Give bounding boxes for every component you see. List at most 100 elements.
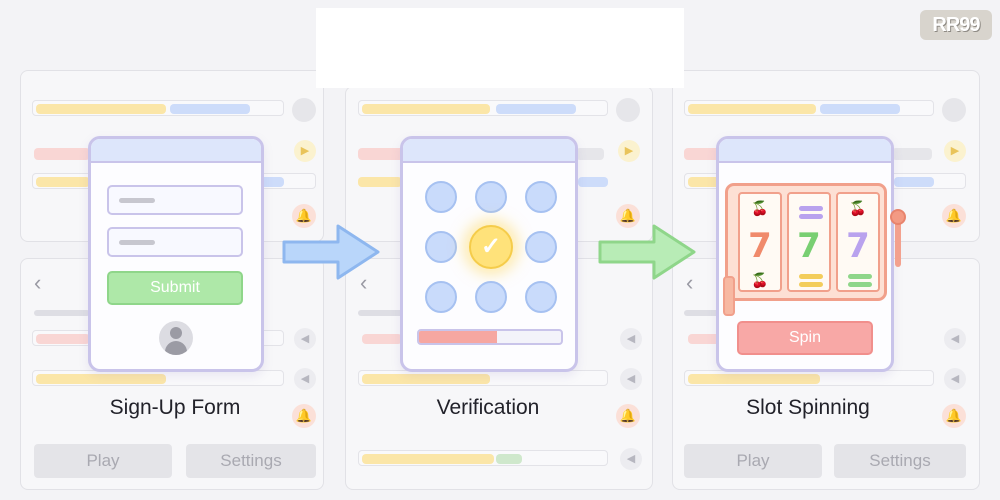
bar-symbol — [799, 206, 823, 211]
bg-bar — [892, 148, 932, 160]
bg-bar — [36, 104, 166, 114]
bg-bar — [362, 454, 494, 464]
bg-bar — [496, 454, 522, 464]
seven-symbol: 7 — [797, 226, 821, 266]
bg-bar — [578, 177, 608, 187]
bg-avatar-circle — [292, 98, 316, 122]
camera-icon: ▶ — [944, 140, 966, 162]
bg-bar — [688, 177, 722, 187]
bar-symbol — [799, 274, 823, 279]
top-blank-area — [316, 8, 684, 88]
slot-lever[interactable] — [895, 215, 901, 267]
slot-lever-knob[interactable] — [890, 209, 906, 225]
bg-avatar-circle — [616, 98, 640, 122]
settings-button[interactable]: Settings — [834, 444, 966, 478]
bar-symbol — [799, 282, 823, 287]
chevron-left-icon[interactable]: ‹ — [360, 270, 368, 295]
name-field[interactable] — [107, 185, 243, 215]
bg-avatar-circle — [942, 98, 966, 122]
card-header — [91, 139, 261, 163]
bg-bar — [362, 104, 490, 114]
bg-bar — [820, 104, 900, 114]
bg-bar — [34, 310, 90, 316]
bg-bar — [358, 310, 404, 316]
slot-side-handle — [723, 276, 735, 316]
speaker-icon: ◀ — [944, 328, 966, 350]
bell-icon: 🔔 — [942, 404, 966, 428]
camera-icon: ▶ — [294, 140, 316, 162]
signup-form-card: Submit — [88, 136, 264, 372]
bg-bar — [684, 148, 724, 160]
field-placeholder — [119, 198, 155, 203]
bg-bar — [894, 177, 934, 187]
slot-reel-3: 🍒 7 — [836, 192, 880, 292]
verification-dot[interactable] — [525, 281, 557, 313]
verification-dot[interactable] — [425, 231, 457, 263]
progress-fill — [419, 331, 498, 343]
verification-card: ✓ — [400, 136, 578, 372]
step-caption-slot: Slot Spinning — [746, 396, 870, 419]
verification-dot[interactable] — [525, 181, 557, 213]
step-caption-verification: Verification — [436, 396, 540, 419]
bg-bar — [362, 374, 490, 384]
card-header — [403, 139, 575, 163]
bg-bar — [688, 104, 816, 114]
checkmark-icon: ✓ — [469, 225, 513, 269]
bg-bar — [358, 177, 402, 187]
bg-bar — [684, 310, 720, 316]
seven-symbol: 7 — [748, 226, 772, 266]
play-button[interactable]: Play — [684, 444, 822, 478]
speaker-icon: ◀ — [944, 368, 966, 390]
bell-icon: 🔔 — [292, 404, 316, 428]
email-field[interactable] — [107, 227, 243, 257]
cherries-icon: 🍒 — [849, 200, 867, 216]
verification-dot[interactable] — [525, 231, 557, 263]
brand-logo: RR99 — [920, 10, 992, 40]
arrow-right-icon — [598, 224, 696, 280]
bar-symbol — [799, 214, 823, 219]
avatar-body — [165, 341, 187, 355]
camera-icon: ▶ — [618, 140, 640, 162]
arrow-right-icon — [282, 224, 380, 280]
settings-button[interactable]: Settings — [186, 444, 316, 478]
bg-bar — [34, 148, 90, 160]
verification-progress — [417, 329, 563, 345]
spin-button[interactable]: Spin — [737, 321, 873, 355]
verification-dot[interactable] — [425, 181, 457, 213]
bell-icon: 🔔 — [616, 204, 640, 228]
verification-dot[interactable] — [475, 281, 507, 313]
bell-icon: 🔔 — [292, 204, 316, 228]
bar-symbol — [848, 282, 872, 287]
bg-bar — [170, 104, 250, 114]
card-header — [719, 139, 891, 163]
seven-symbol: 7 — [846, 226, 870, 266]
step-caption-signup: Sign-Up Form — [109, 396, 241, 419]
cherries-icon: 🍒 — [751, 272, 769, 288]
speaker-icon: ◀ — [294, 328, 316, 350]
bell-icon: 🔔 — [942, 204, 966, 228]
avatar-head — [170, 327, 182, 339]
speaker-icon: ◀ — [294, 368, 316, 390]
play-button[interactable]: Play — [34, 444, 172, 478]
bg-bar — [576, 148, 604, 160]
user-avatar-icon — [159, 321, 193, 355]
submit-button[interactable]: Submit — [107, 271, 243, 305]
bg-bar — [260, 177, 284, 187]
bg-bar — [362, 334, 402, 344]
chevron-left-icon[interactable]: ‹ — [686, 270, 694, 295]
slot-spinning-card: 🍒 7 🍒 7 🍒 7 Spin — [716, 136, 906, 372]
bg-bar — [36, 334, 90, 344]
slot-reel-1: 🍒 7 🍒 — [738, 192, 782, 292]
chevron-left-icon[interactable]: ‹ — [34, 270, 42, 295]
field-placeholder — [119, 240, 155, 245]
cherries-icon: 🍒 — [751, 200, 769, 216]
speaker-icon: ◀ — [620, 328, 642, 350]
verification-dot[interactable] — [425, 281, 457, 313]
bg-bar — [36, 177, 90, 187]
speaker-icon: ◀ — [620, 368, 642, 390]
bg-bar — [688, 374, 820, 384]
bg-bar — [36, 374, 166, 384]
verification-dot[interactable] — [475, 181, 507, 213]
speaker-icon: ◀ — [620, 448, 642, 470]
slot-reel-2: 7 — [787, 192, 831, 292]
